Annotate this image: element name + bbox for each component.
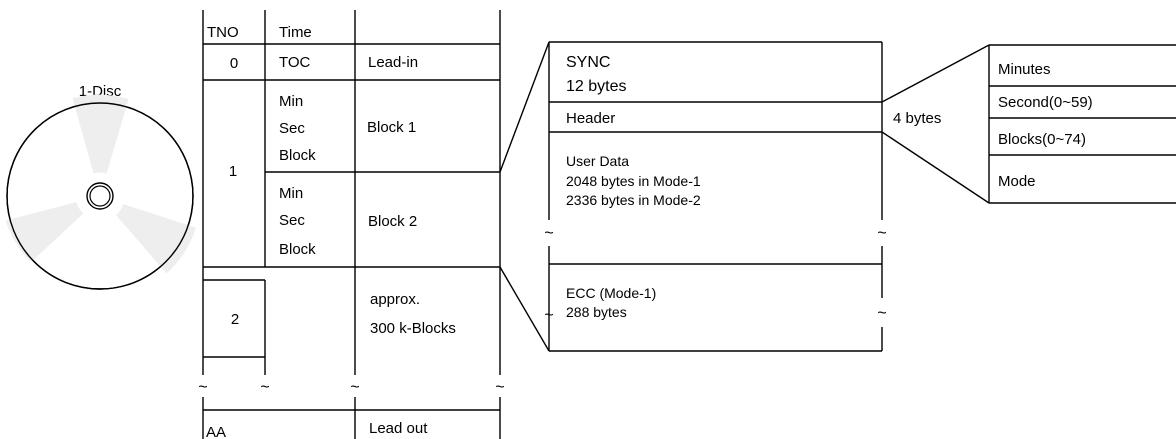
sector-break-mark-right: ~ (877, 225, 886, 242)
track2-desc-line1: approx. (370, 291, 420, 308)
sync-title: SYNC (566, 54, 610, 71)
ecc-title: ECC (Mode-1) (566, 285, 656, 301)
disc-rim (6, 102, 194, 290)
track1-tno: 1 (229, 163, 237, 180)
block1-time-sec: Sec (279, 120, 305, 137)
field-minutes: Minutes (998, 61, 1051, 78)
sector-break-mark-left-ecc: ~ (544, 307, 553, 324)
user-data-title: User Data (566, 153, 629, 169)
table-break-mark-3: ~ (350, 379, 359, 396)
sync-size: 12 bytes (566, 78, 626, 95)
block2-time-sec: Sec (279, 212, 305, 229)
header-time: Time (279, 24, 312, 41)
block2-time-block: Block (279, 241, 316, 258)
expansion-line-bottom (499, 266, 550, 352)
expansion-line-top (499, 41, 550, 173)
block1-desc: Block 1 (367, 119, 416, 136)
leadin-time: TOC (279, 54, 311, 71)
track-table: TNO Time 0 TOC Lead-in Min Sec Block Blo… (198, 10, 505, 439)
sector-break-mark-right-ecc: ~ (877, 305, 886, 322)
block2-time-min: Min (279, 185, 303, 202)
field-blocks: Blocks(0~74) (998, 131, 1086, 148)
header-expansion: 4 bytes Minutes Second(0~59) Blocks(0~74… (881, 44, 1176, 204)
leadin-desc: Lead-in (368, 54, 418, 71)
sector-structure: SYNC 12 bytes Header User Data 2048 byte… (544, 41, 887, 352)
sector-break-mark-left: ~ (544, 225, 553, 242)
disc-shading (5, 94, 196, 274)
user-data-mode2: 2336 bytes in Mode-2 (566, 192, 701, 208)
disc-hub-inner (89, 185, 111, 207)
disc-illustration: 1-Disc (5, 83, 196, 290)
block1-time-block: Block (279, 147, 316, 164)
track2-desc-line2: 300 k-Blocks (370, 320, 456, 337)
table-break-mark-2: ~ (260, 379, 269, 396)
ecc-size: 288 bytes (566, 304, 627, 320)
table-break-mark-1: ~ (198, 379, 207, 396)
field-second: Second(0~59) (998, 94, 1093, 111)
field-mode: Mode (998, 173, 1036, 190)
table-break-mark-4: ~ (495, 379, 504, 396)
disc-hub-outer (86, 182, 114, 210)
track2-tno: 2 (231, 311, 239, 328)
user-data-mode1: 2048 bytes in Mode-1 (566, 173, 701, 189)
header-tno: TNO (207, 24, 239, 41)
header-expansion-line-bottom (881, 131, 990, 204)
leadin-tno: 0 (230, 55, 238, 72)
header-expansion-line-top (881, 44, 990, 103)
leadout-tno: AA (206, 424, 226, 439)
leadout-desc: Lead out (369, 420, 428, 437)
expansion-lines-block (499, 41, 550, 352)
block2-desc: Block 2 (368, 213, 417, 230)
header-size-label: 4 bytes (893, 110, 941, 127)
header-label: Header (566, 110, 615, 127)
block1-time-min: Min (279, 93, 303, 110)
